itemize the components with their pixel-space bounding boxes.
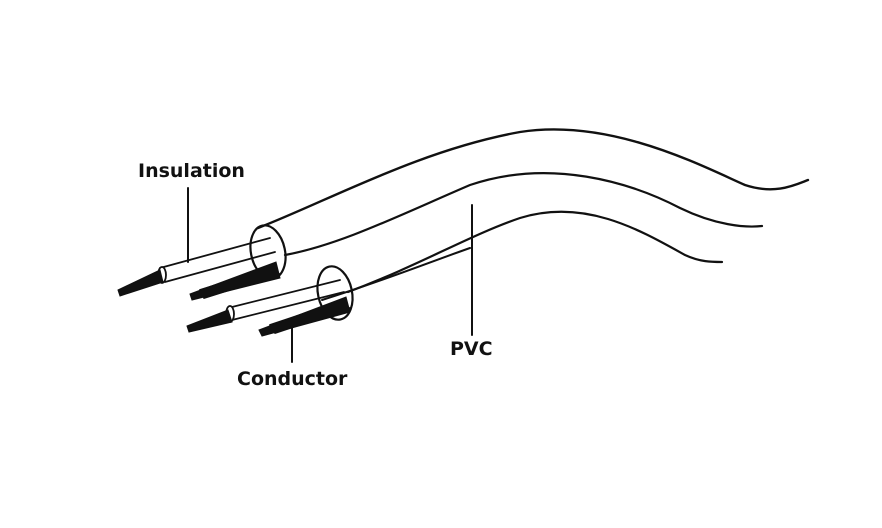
upper-insulation-wire [159, 237, 276, 283]
pvc-sheath-bottom-edge [346, 210, 724, 294]
pvc-label: PVC [450, 338, 493, 360]
conductor-strands-lower-right [258, 296, 351, 337]
pvc-sheath-middle-edge [283, 172, 764, 257]
insulation-label: Insulation [138, 160, 245, 182]
lower-insulation-wire [227, 279, 345, 321]
pvc-sheath-lower-outline [321, 247, 471, 301]
conductor-strands-upper-left [117, 269, 164, 297]
conductor-label: Conductor [237, 368, 348, 390]
lower-sheath-opening [316, 265, 354, 321]
conductor-strands-upper-right [189, 261, 281, 301]
pvc-sheath-top-edge [256, 128, 810, 230]
conductor-strands-lower-left [186, 309, 233, 333]
